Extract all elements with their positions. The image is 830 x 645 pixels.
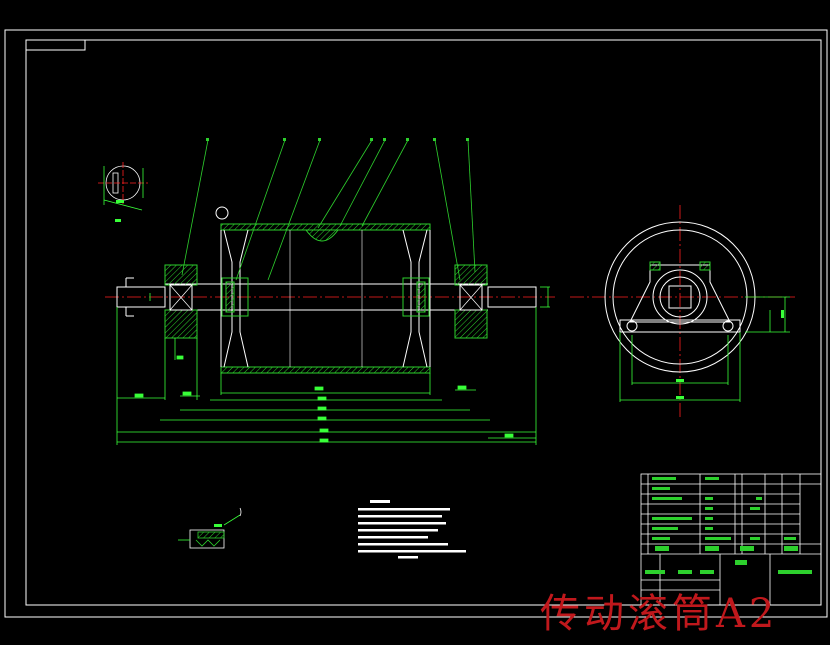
keyway-detail: [98, 162, 148, 222]
front-section-view: [105, 138, 555, 445]
part-number-ticks: [206, 138, 469, 141]
bearing-housing-left: [164, 264, 198, 339]
drawing-frame: [4, 29, 828, 618]
watermark-title: 传动滚筒A2: [540, 591, 779, 637]
shaft: [116, 283, 537, 311]
drum-shell: [220, 223, 431, 374]
part-leaders: [181, 139, 476, 281]
side-end-view: [570, 205, 795, 420]
front-dimensions: [116, 286, 550, 445]
end-disc-right: [402, 229, 430, 368]
end-disc-left: [221, 229, 249, 368]
technical-notes: [358, 500, 466, 559]
section-markers: [125, 206, 229, 317]
bearing-housing-right: [454, 264, 488, 339]
title-block: [640, 473, 822, 606]
title-block-text: [645, 477, 812, 574]
weld-detail: [178, 507, 242, 549]
